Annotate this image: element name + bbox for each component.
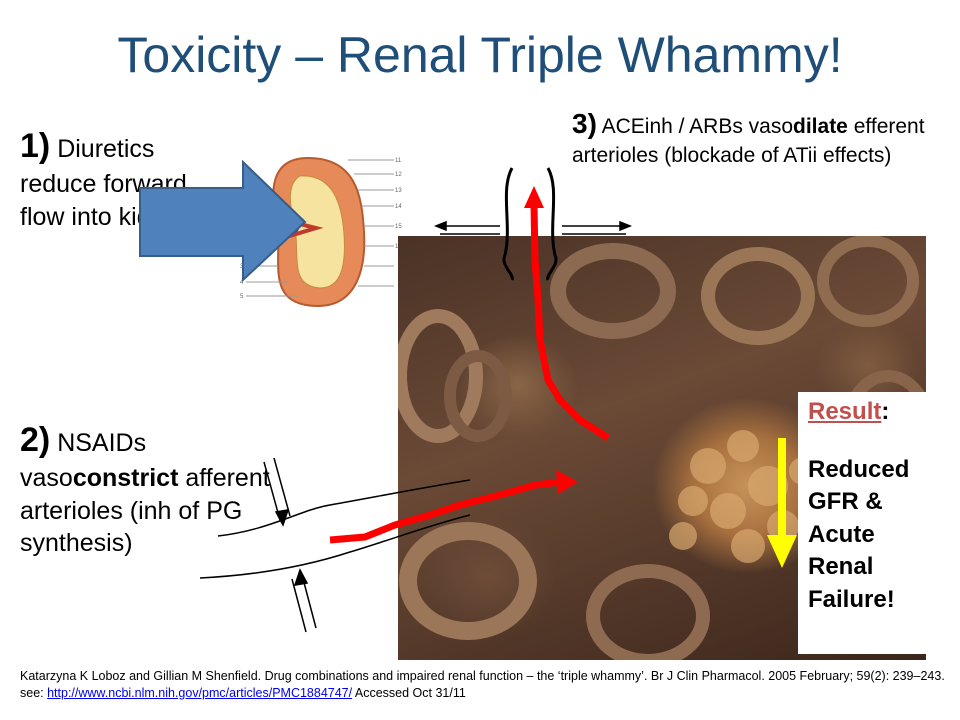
result-label: Result: [808, 398, 889, 426]
point-2-body-bold: constrict [72, 464, 179, 493]
point-2-body-a: NSAIDs vaso [20, 429, 147, 493]
constrict-arrows [263, 457, 317, 633]
kidney-num: 14 [395, 204, 402, 210]
point-3-text: 3) ACEinh / ARBs vasodilate efferent art… [572, 106, 952, 170]
result-text: Reduced GFR & Acute Renal Failure! [808, 456, 910, 613]
point-2-text: 2) NSAIDs vasoconstrict afferent arterio… [20, 418, 280, 560]
citation-link[interactable]: http://www.ncbi.nlm.nih.gov/pmc/articles… [47, 685, 353, 700]
yellow-arrow-head [767, 535, 797, 568]
point-2-number: 2) [20, 421, 51, 459]
citation-accessed: Accessed Oct 31/11 [352, 685, 466, 700]
kidney-num: 5 [240, 294, 244, 300]
red-arrow-efferent [524, 186, 544, 208]
result-colon: : [881, 398, 890, 425]
point-3-body-bold: dilate [793, 115, 848, 138]
kidney-num: 15 [395, 224, 402, 230]
citation: Katarzyna K Loboz and Gillian M Shenfiel… [20, 668, 950, 702]
citation-text: Katarzyna K Loboz and Gillian M Shenfiel… [20, 669, 945, 700]
kidney-num: 12 [395, 172, 402, 178]
kidney-diagram: 11 12 13 14 15 16 3 4 5 [238, 146, 402, 314]
point-2-body-c: afferent arterioles (inh of PG synthesis… [20, 464, 270, 558]
kidney-num: 4 [240, 280, 244, 286]
efferent-vessel [502, 167, 558, 281]
point-3-body-a: ACEinh / ARBs vaso [601, 115, 794, 138]
point-3-body-c: efferent arterioles (blockade of ATii ef… [572, 115, 925, 168]
kidney-num: 11 [395, 158, 402, 164]
slide-title: Toxicity – Renal Triple Whammy! [117, 27, 843, 83]
red-arrow-path [329, 204, 610, 544]
kidney-num: 13 [395, 188, 402, 194]
afferent-vessel [199, 479, 471, 579]
point-1-text: 1) Diuretics reduce forward flow into ki… [20, 124, 210, 233]
point-3-number: 3) [572, 108, 597, 139]
dilate-arrows [433, 220, 633, 235]
result-label-word: Result [808, 398, 882, 425]
red-arrow-afferent [556, 470, 578, 494]
result-box: Result: Reduced GFR & Acute Renal Failur… [798, 392, 943, 654]
blue-arrow [139, 159, 307, 283]
point-1-number: 1) [20, 127, 51, 165]
